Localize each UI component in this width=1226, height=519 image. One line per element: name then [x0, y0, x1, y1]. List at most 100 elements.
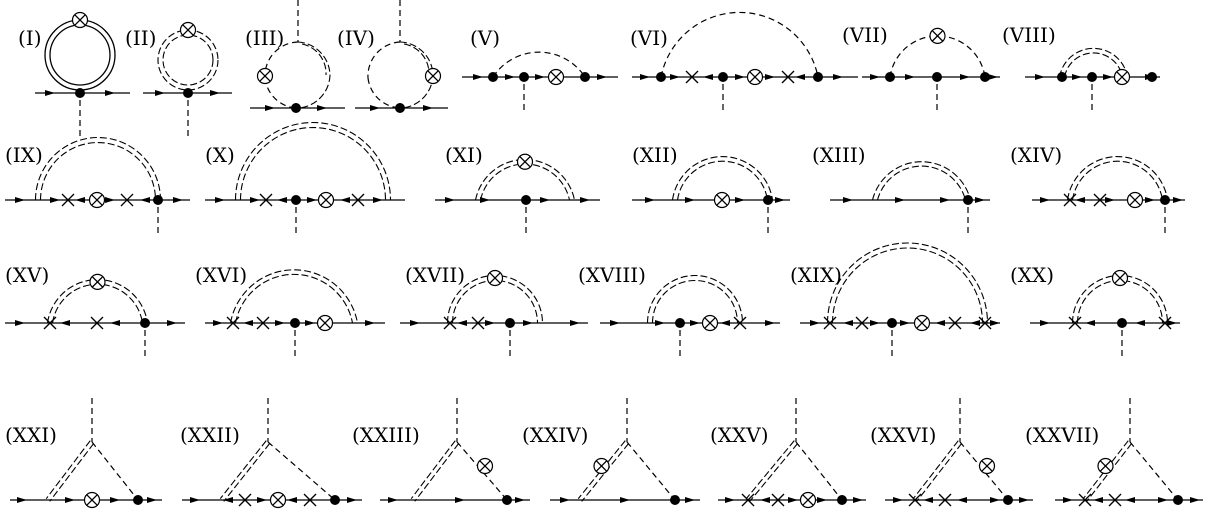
- vertex-dot: [885, 72, 895, 82]
- insertion-stroke: [272, 494, 284, 506]
- vertex-dot: [932, 72, 942, 82]
- arrow-right: [1105, 197, 1115, 203]
- arrow-right: [843, 197, 853, 203]
- vertex-dot: [140, 318, 150, 328]
- cross-stroke: [771, 493, 785, 507]
- double-arc: [297, 41, 331, 76]
- double-arc-inner: [39, 142, 157, 201]
- arrow-right: [1072, 74, 1082, 80]
- diagram-13: (XIII): [812, 143, 990, 236]
- arrow-right: [1167, 320, 1177, 326]
- arrow-right: [765, 74, 775, 80]
- insertion-stroke: [259, 70, 271, 82]
- arrow-right: [515, 497, 525, 503]
- vertex-dot: [330, 495, 340, 505]
- arrow-right: [423, 105, 433, 111]
- insertion-stroke: [981, 460, 993, 472]
- insertion-stroke: [1114, 272, 1126, 284]
- vertex-dot: [133, 495, 143, 505]
- diagram-label: (XXIII): [352, 423, 420, 447]
- insertion-otimes: [1111, 269, 1129, 287]
- double-arc: [301, 43, 327, 76]
- insertion-otimes: [516, 153, 534, 170]
- arrow-right: [655, 320, 665, 326]
- diagram-label: (IX): [5, 143, 43, 167]
- arrow-right: [480, 197, 490, 203]
- cross-stroke: [259, 193, 273, 207]
- diagram-label: (XI): [445, 143, 483, 167]
- arrow-left: [843, 320, 853, 326]
- insertion-otimes: [83, 491, 101, 509]
- arrow-right: [570, 320, 580, 326]
- vertex-dot: [521, 195, 531, 205]
- vertex-dot: [505, 318, 515, 328]
- insertion-otimes: [1113, 68, 1131, 86]
- diagram-label: (I): [18, 26, 42, 50]
- arrow-left: [760, 497, 770, 503]
- vertex-dot: [1003, 495, 1013, 505]
- double-arc-inner: [234, 273, 354, 324]
- vertex-dot: [1173, 495, 1183, 505]
- arrow-right: [210, 90, 220, 96]
- diagram-label: (XXVII): [1025, 423, 1099, 447]
- diagram-label: (XXV): [710, 423, 769, 447]
- cross-stroke: [471, 316, 485, 330]
- insertion-stroke: [86, 494, 98, 506]
- vertex-dot: [153, 195, 163, 205]
- double-arc: [403, 43, 430, 76]
- double-line-b: [916, 443, 963, 502]
- scalar-arc: [367, 77, 401, 109]
- insertion-otimes: [913, 314, 931, 332]
- arrow-right: [853, 497, 863, 503]
- double-arc-outer: [826, 242, 989, 324]
- diagram-label: (XXI): [5, 423, 57, 447]
- vertex-dot: [887, 318, 897, 328]
- vertex-dot: [502, 495, 512, 505]
- cross-stroke: [781, 70, 795, 84]
- insertion-otimes: [476, 457, 494, 475]
- counterterm-cross: [471, 316, 485, 330]
- vertex-dot: [291, 103, 301, 113]
- diagram-label: (VI): [630, 26, 668, 50]
- arrow-right: [895, 197, 905, 203]
- cross-stroke: [303, 493, 317, 507]
- vertex-dot: [519, 72, 529, 82]
- diagram-label: (X): [205, 143, 235, 167]
- arrow-right: [610, 320, 620, 326]
- insertion-otimes: [701, 314, 719, 332]
- arrow-left: [110, 320, 120, 326]
- insertion-otimes: [256, 67, 274, 85]
- cross-stroke: [1063, 193, 1077, 207]
- diagram-label: (II): [125, 26, 156, 50]
- double-arc-outer: [234, 121, 392, 201]
- loop-inner: [49, 24, 111, 86]
- double-line-a: [912, 440, 959, 499]
- arrow-right: [1040, 197, 1050, 203]
- vertex-dot: [291, 195, 301, 205]
- diagram-24: (XXIV): [522, 398, 700, 505]
- arrow-left: [923, 497, 933, 503]
- arrow-right: [765, 320, 775, 326]
- arrow-right: [305, 320, 315, 326]
- cross-stroke: [226, 316, 240, 330]
- arrow-right: [173, 197, 183, 203]
- arrow-right: [370, 105, 380, 111]
- double-line-b: [581, 443, 630, 502]
- cross-stroke: [1068, 316, 1082, 330]
- arrow-right: [373, 197, 383, 203]
- diagram-16: (XVI): [195, 263, 385, 359]
- arrow-right: [167, 320, 177, 326]
- arrow-right: [685, 197, 695, 203]
- arrow-right: [455, 497, 465, 503]
- diagram-21: (XXI): [5, 398, 162, 509]
- diagram-22: (XXII): [180, 398, 362, 509]
- vertex-dot: [670, 495, 680, 505]
- insertion-stroke: [182, 24, 194, 36]
- arrow-right: [523, 320, 533, 326]
- counterterm-cross: [781, 70, 795, 84]
- scalar-arc: [367, 41, 401, 79]
- insertion-stroke: [489, 272, 501, 284]
- counterterm-cross: [908, 493, 922, 507]
- arrow-right: [990, 497, 1000, 503]
- insertion-otimes: [547, 68, 565, 86]
